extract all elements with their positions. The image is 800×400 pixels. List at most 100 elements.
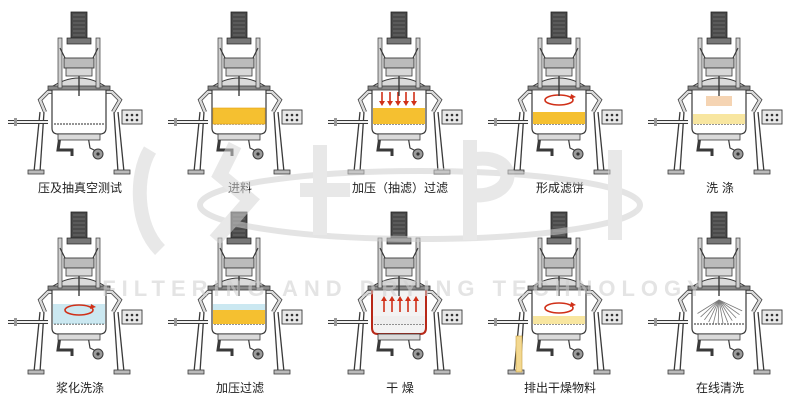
vessel-contents bbox=[212, 107, 266, 125]
logo-icon bbox=[132, 140, 643, 255]
rotation-arrow bbox=[64, 304, 94, 316]
motor bbox=[546, 11, 572, 45]
gearbox bbox=[543, 57, 575, 69]
watermark-text: FILTERING AND DRYING TECHNOLOGY bbox=[102, 276, 708, 301]
motor bbox=[706, 211, 732, 245]
filter-dryer-machine bbox=[328, 11, 463, 175]
guide-column bbox=[95, 37, 101, 89]
step-caption: 在线清洗 bbox=[696, 381, 744, 395]
motor bbox=[706, 11, 732, 45]
control-panel bbox=[281, 109, 303, 125]
wash-liquid bbox=[53, 304, 105, 324]
filter-cake bbox=[533, 112, 585, 124]
spray-line bbox=[718, 299, 740, 316]
wash-liquid bbox=[706, 96, 732, 106]
vessel-contents bbox=[373, 296, 425, 324]
spray-line bbox=[718, 299, 724, 324]
spray-line bbox=[704, 299, 720, 321]
spray-line bbox=[708, 299, 720, 323]
step-caption: 压及抽真空测试 bbox=[38, 180, 122, 195]
caption-layer: 压及抽真空测试进料加压（抽滤）过滤形成滤饼洗 涤浆化洗涤加压过滤干 燥排出干燥物… bbox=[38, 180, 744, 395]
slurry-level bbox=[373, 108, 425, 124]
gearbox bbox=[543, 257, 575, 269]
guide-column bbox=[537, 237, 543, 289]
step-caption: 浆化洗涤 bbox=[56, 380, 104, 395]
filter-dryer-machine bbox=[8, 211, 143, 375]
guide-column bbox=[95, 237, 101, 289]
gearbox bbox=[223, 257, 255, 269]
control-panel bbox=[281, 309, 303, 325]
spray-line bbox=[717, 299, 720, 325]
support-legs bbox=[27, 311, 131, 375]
spray-line bbox=[697, 299, 720, 314]
bottom-outlet bbox=[56, 135, 74, 156]
bottom-outlet bbox=[536, 335, 554, 356]
vessel-contents bbox=[515, 302, 585, 373]
slurry-level bbox=[213, 310, 265, 324]
motor bbox=[66, 11, 92, 45]
vessel bbox=[51, 87, 107, 141]
step-caption: 形成滤饼 bbox=[536, 181, 584, 195]
gearbox bbox=[383, 257, 415, 269]
motor bbox=[226, 11, 252, 45]
gearbox bbox=[63, 257, 95, 269]
filter-dryer-machine bbox=[8, 11, 143, 175]
bottom-outlet bbox=[56, 335, 74, 356]
guide-column bbox=[735, 237, 741, 289]
guide-column bbox=[57, 37, 63, 89]
guide-column bbox=[697, 37, 703, 89]
support-legs bbox=[667, 111, 771, 175]
spray-line bbox=[718, 299, 743, 312]
step-caption: 洗 涤 bbox=[706, 181, 734, 195]
guide-column bbox=[575, 37, 581, 89]
guide-column bbox=[217, 37, 223, 89]
spray-line bbox=[718, 299, 733, 321]
filter-dryer-machine bbox=[488, 11, 623, 175]
guide-column bbox=[537, 37, 543, 89]
spray-line bbox=[718, 299, 729, 323]
machine-grid bbox=[8, 11, 783, 375]
filter-dryer-machine bbox=[488, 211, 623, 375]
watermark: FILTERING AND DRYING TECHNOLOGY bbox=[102, 140, 708, 301]
dried-cake bbox=[533, 316, 585, 324]
guide-column bbox=[415, 37, 421, 89]
bottom-outlet bbox=[536, 135, 554, 156]
control-panel bbox=[601, 309, 623, 325]
guide-column bbox=[735, 37, 741, 89]
guide-column bbox=[697, 237, 703, 289]
guide-column bbox=[255, 37, 261, 89]
control-panel bbox=[121, 309, 143, 325]
bottom-outlet bbox=[216, 335, 234, 356]
guide-column bbox=[377, 37, 383, 89]
vessel-contents bbox=[697, 299, 743, 325]
filter-dryer-machine bbox=[328, 211, 463, 375]
control-panel bbox=[761, 109, 783, 125]
gearbox bbox=[383, 57, 415, 69]
step-caption: 加压过滤 bbox=[216, 381, 264, 395]
gearbox bbox=[223, 57, 255, 69]
gearbox bbox=[703, 57, 735, 69]
control-panel bbox=[441, 109, 463, 125]
filter-dryer-machine bbox=[648, 211, 783, 375]
filter-cake bbox=[693, 114, 745, 124]
control-panel bbox=[441, 309, 463, 325]
vessel-contents bbox=[53, 304, 105, 324]
vessel-contents bbox=[373, 92, 425, 124]
control-panel bbox=[761, 309, 783, 325]
discharge-chute bbox=[515, 335, 523, 373]
bottom-outlet bbox=[376, 335, 394, 356]
step-caption: 加压（抽滤）过滤 bbox=[352, 181, 448, 195]
vessel-contents bbox=[213, 304, 265, 324]
control-panel bbox=[121, 109, 143, 125]
vessel-contents bbox=[693, 96, 745, 124]
motor bbox=[66, 211, 92, 245]
filter-dryer-machine bbox=[168, 11, 303, 175]
spray-line bbox=[718, 299, 737, 319]
step-caption: 排出干燥物料 bbox=[524, 381, 596, 395]
spray-line bbox=[700, 299, 720, 318]
bottom-outlet bbox=[696, 335, 714, 356]
gearbox bbox=[703, 257, 735, 269]
gearbox bbox=[63, 57, 95, 69]
control-panel bbox=[601, 109, 623, 125]
